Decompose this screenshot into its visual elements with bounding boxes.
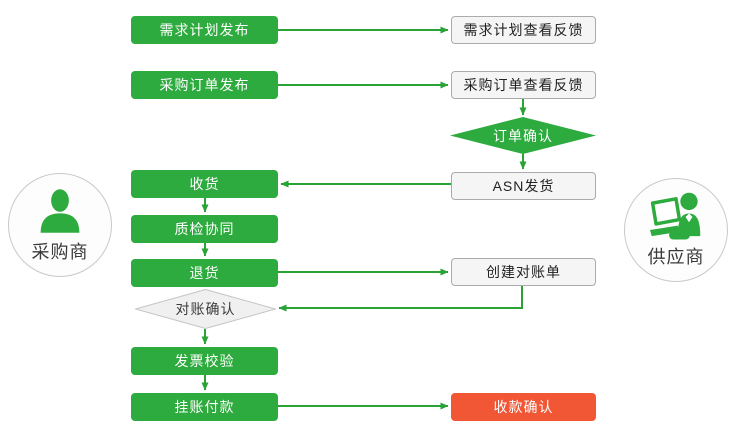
node-demand-plan-feedback: 需求计划查看反馈 bbox=[451, 16, 596, 44]
node-demand-plan-publish: 需求计划发布 bbox=[131, 16, 278, 44]
node-label: 收款确认 bbox=[493, 399, 554, 415]
actor-buyer: 采购商 bbox=[8, 173, 112, 277]
node-label: 需求计划发布 bbox=[159, 22, 250, 38]
node-label: 收货 bbox=[189, 176, 220, 192]
node-label: 发票校验 bbox=[174, 353, 235, 369]
diamond-shape-green bbox=[450, 117, 596, 154]
node-label: 采购订单发布 bbox=[159, 77, 250, 93]
node-payment: 挂账付款 bbox=[131, 393, 278, 421]
node-label: 创建对账单 bbox=[486, 264, 561, 280]
node-statement-confirm: 对账确认 bbox=[135, 289, 276, 329]
node-po-feedback: 采购订单查看反馈 bbox=[451, 71, 596, 99]
node-return-goods: 退货 bbox=[131, 259, 278, 287]
actor-supplier: 供应商 bbox=[624, 178, 728, 282]
person-laptop-icon bbox=[625, 191, 727, 243]
person-icon bbox=[9, 186, 111, 236]
node-invoice-verify: 发票校验 bbox=[131, 347, 278, 375]
node-label: 质检协同 bbox=[174, 221, 235, 237]
node-asn-ship: ASN发货 bbox=[451, 172, 596, 200]
node-label: 订单确认 bbox=[493, 127, 553, 144]
node-label: 退货 bbox=[189, 265, 220, 281]
node-label: 挂账付款 bbox=[174, 399, 235, 415]
node-po-publish: 采购订单发布 bbox=[131, 71, 278, 99]
actor-label: 采购商 bbox=[31, 242, 89, 262]
diamond-shape-gray bbox=[135, 289, 276, 329]
node-label: 需求计划查看反馈 bbox=[463, 22, 584, 38]
node-create-statement: 创建对账单 bbox=[451, 258, 596, 286]
arrow-statement-to-confirm bbox=[278, 286, 523, 312]
node-label: 对账确认 bbox=[175, 301, 236, 317]
node-order-confirm: 订单确认 bbox=[450, 117, 596, 154]
node-label: 采购订单查看反馈 bbox=[463, 77, 584, 93]
node-receipt-confirm: 收款确认 bbox=[451, 393, 596, 421]
node-receive: 收货 bbox=[131, 170, 278, 198]
actor-label: 供应商 bbox=[647, 247, 705, 267]
node-label: ASN发货 bbox=[492, 178, 555, 194]
node-quality-check: 质检协同 bbox=[131, 215, 278, 243]
